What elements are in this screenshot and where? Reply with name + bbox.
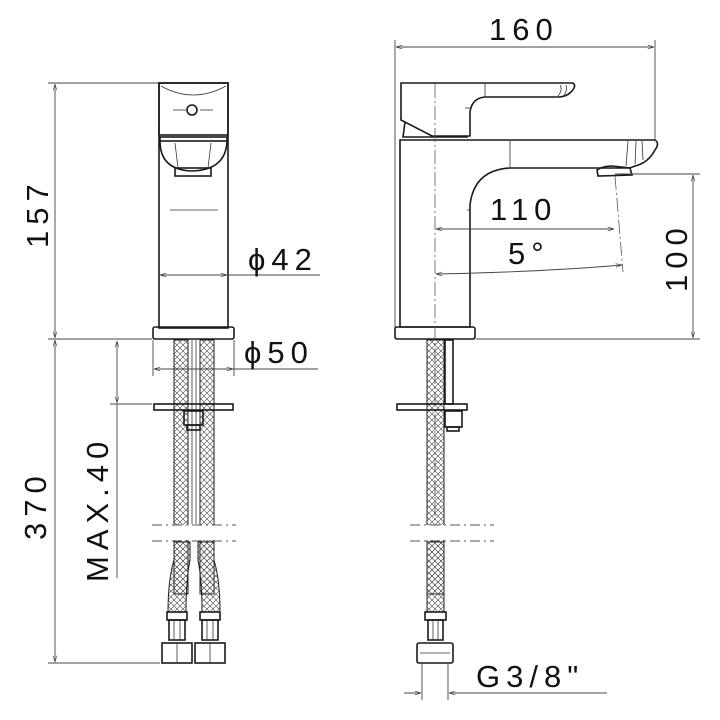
front-hoses — [150, 339, 240, 613]
dim-max40 — [110, 341, 152, 578]
front-view — [48, 82, 320, 664]
dim-5deg — [436, 265, 622, 274]
dim-g38 — [404, 663, 607, 700]
dim-160 — [394, 40, 656, 328]
dim-157 — [48, 82, 158, 340]
label-diameter-42: ϕ42 — [248, 242, 318, 277]
label-g3-8: G3/8" — [476, 659, 585, 694]
label-max-40: MAX.40 — [80, 435, 115, 582]
dim-50 — [152, 340, 318, 376]
label-diameter-50: ϕ50 — [244, 335, 314, 370]
front-body — [152, 82, 235, 340]
dim-110 — [436, 175, 624, 273]
label-160: 160 — [489, 12, 559, 47]
label-100: 100 — [659, 222, 694, 292]
label-110: 110 — [490, 192, 558, 227]
label-370: 370 — [18, 470, 53, 540]
side-hose — [396, 339, 497, 664]
label-157: 157 — [20, 178, 55, 248]
front-mounting-plate — [153, 403, 234, 431]
dim-370 — [48, 340, 160, 664]
label-5-degrees: 5° — [508, 236, 550, 271]
dim-100 — [476, 173, 700, 340]
side-lever — [400, 82, 576, 138]
front-fittings — [161, 611, 226, 664]
front-handle — [158, 82, 229, 177]
side-view — [394, 40, 700, 700]
